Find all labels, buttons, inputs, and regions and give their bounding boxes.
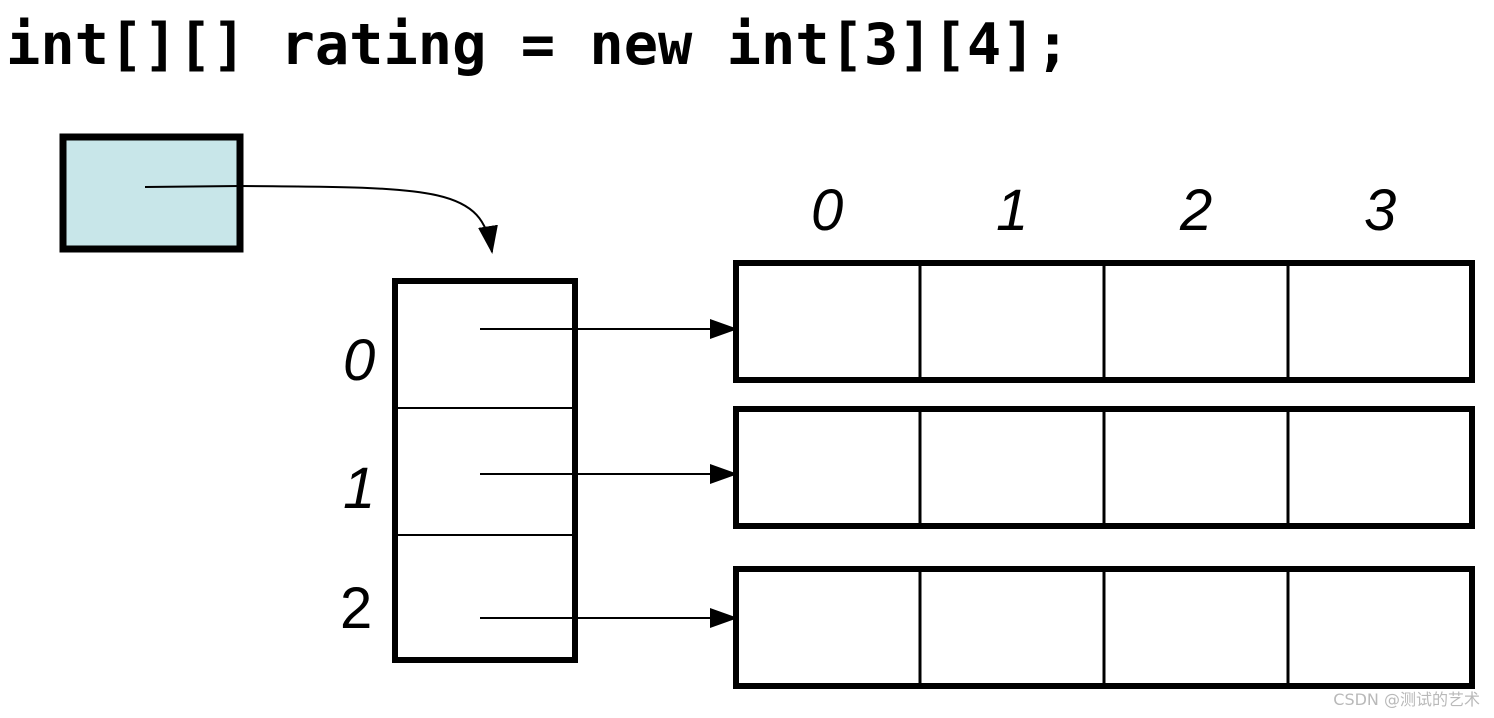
column-index-2: 2 xyxy=(1179,178,1212,243)
row-index-0: 0 xyxy=(343,328,375,393)
row-index-2: 2 xyxy=(340,576,372,641)
inner-array-row-1 xyxy=(733,406,1475,529)
column-index-3: 3 xyxy=(1364,178,1396,243)
column-index-0: 0 xyxy=(811,178,843,243)
watermark: CSDN @测试的艺术 xyxy=(1333,690,1480,709)
reference-variable-box xyxy=(59,133,244,253)
row-index-1: 1 xyxy=(343,456,375,521)
inner-array-row-2 xyxy=(733,566,1475,689)
row-array xyxy=(392,278,578,663)
column-index-1: 1 xyxy=(996,178,1028,243)
code-declaration: int[][] rating = new int[3][4]; xyxy=(6,12,1070,78)
inner-array-row-0 xyxy=(733,260,1475,383)
reference-arrow xyxy=(144,184,498,254)
